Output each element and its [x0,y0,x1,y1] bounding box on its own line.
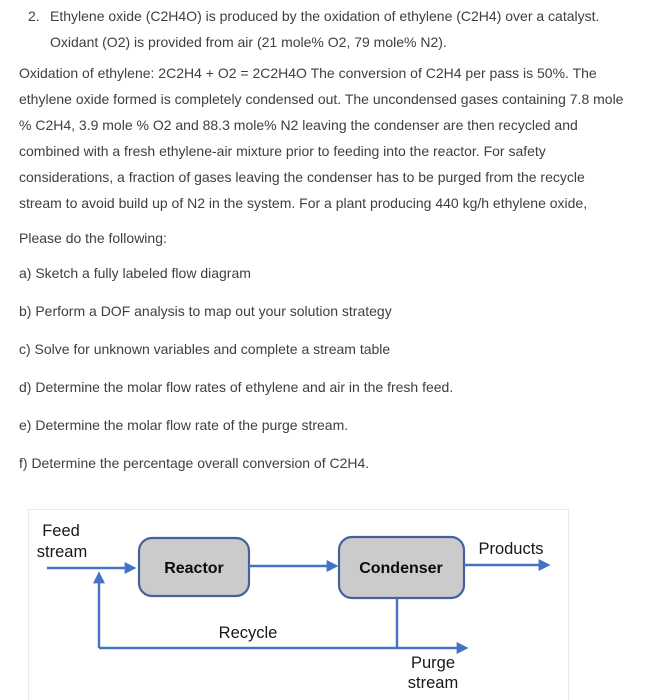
purge-stream-label: stream [408,674,458,692]
problem-number: 2. [28,8,40,24]
reactor-label: Reactor [164,560,224,577]
task-a: a) Sketch a fully labeled flow diagram [19,265,251,281]
condenser-box [337,535,466,600]
task-e: e) Determine the molar flow rate of the … [19,417,349,433]
flow-diagram-canvas: Reactor Condenser Feed stream Products R… [37,522,551,692]
paragraph-line: combined with a fresh ethylene-air mixtu… [19,143,546,159]
paragraph-line: considerations, a fraction of gases leav… [19,169,585,185]
products-label: Products [478,540,543,558]
task-d: d) Determine the molar flow rates of eth… [19,379,454,395]
paragraph-line: Oxidation of ethylene: 2C2H4 + O2 = 2C2H… [19,65,597,81]
recycle-label: Recycle [219,624,278,642]
problem-text-line: Ethylene oxide (C2H4O) is produced by th… [50,8,600,24]
problem-text-line: Oxidant (O2) is provided from air (21 mo… [50,34,447,50]
feed-stream-label: Feed [42,522,80,540]
paragraph-line: stream to avoid build up of N2 in the sy… [19,195,588,211]
tasks-intro: Please do the following: [19,230,167,246]
paragraph-line: % C2H4, 3.9 mole % O2 and 88.3 mole% N2 … [19,117,578,133]
paragraph-line: ethylene oxide formed is completely cond… [19,91,624,107]
feed-stream-label: stream [37,543,87,561]
purge-stream-label: Purge [411,654,455,672]
problem-text: Ethylene oxide (C2H4O) is produced by th… [50,3,599,55]
task-f: f) Determine the percentage overall conv… [19,455,370,471]
task-b: b) Perform a DOF analysis to map out you… [19,303,392,319]
problem-paragraph: Oxidation of ethylene: 2C2H4 + O2 = 2C2H… [19,60,623,216]
condenser-label: Condenser [359,560,443,577]
flow-diagram: Reactor Condenser Feed stream Products R… [28,509,569,700]
task-c: c) Solve for unknown variables and compl… [19,341,391,357]
problem-statement: 2. Ethylene oxide (C2H4O) is produced by… [28,3,599,55]
